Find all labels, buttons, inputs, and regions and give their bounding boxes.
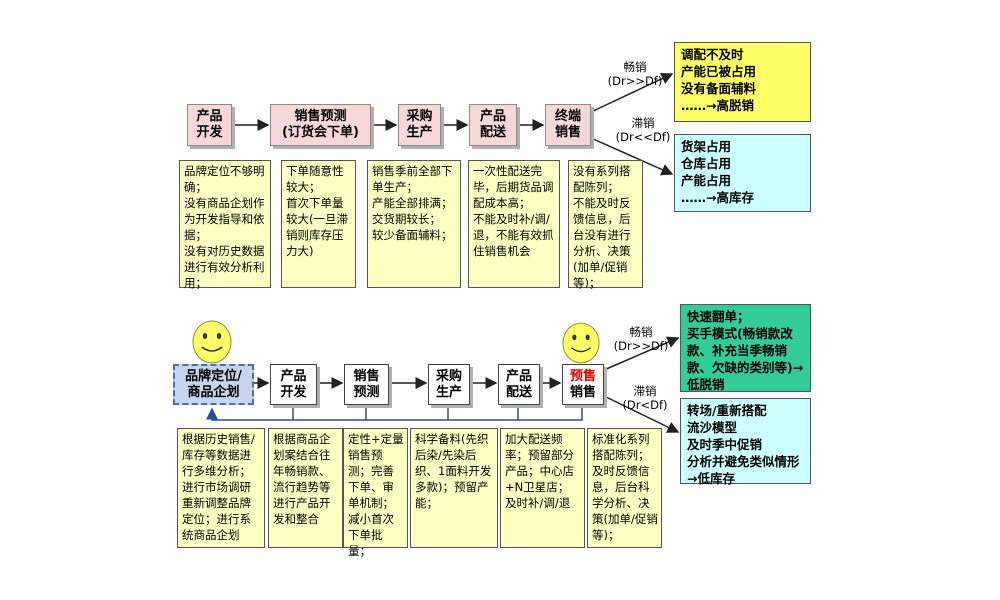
- bottom-step-label: 品牌定位/ 商品企划: [185, 368, 242, 400]
- top-note-sales-forecast: 下单随意性较大； 首次下单量较大(一旦滞销则库存压力大): [281, 160, 356, 288]
- bottom-step-distribution: 产品 配送: [498, 364, 540, 405]
- top-outcome-stockout: 调配不及时 产能已被占用 没有备面辅料 ……→高脱销: [674, 42, 811, 122]
- bottom-outcome-low-inventory: 转场/重新搭配 流沙模型 及时季中促销 分析并避免类似情形→低库存: [680, 398, 811, 486]
- top-note-retail-sales: 没有系列搭配陈列； 不能及时反馈信息，后台没有进行分析、决策(加单/促销等)；: [568, 160, 643, 290]
- bottom-slow-sales-label: 滞销 (Dr<Df): [622, 384, 668, 412]
- sales-label: 销售: [569, 384, 596, 400]
- bottom-step-purchase-production: 采购 生产: [428, 364, 470, 405]
- bottom-outcome-low-stockout: 快速翻单； 买手模式(畅销款改款、补充当季畅销款、欠缺的类别等)→低脱销: [680, 304, 811, 392]
- top-step-product-development: 产品 开发: [187, 104, 232, 146]
- top-hot-sales-label: 畅销 (Dr>>Df): [607, 60, 663, 88]
- bottom-step-presale-sales: 预售 销售: [562, 364, 604, 405]
- top-note-distribution: 一次性配送完毕，后期货品调配成本高； 不能及时补/调/退，不能有效抓住销售机会: [468, 160, 560, 288]
- top-step-label: 采购 生产: [406, 109, 433, 140]
- bottom-note-distribution: 加大配送频率；预留部分产品；中心店+N卫星店； 及时补/调/退: [500, 428, 585, 548]
- smiley-face-icon: [562, 322, 600, 364]
- top-step-purchase-production: 采购 生产: [398, 104, 441, 146]
- bottom-step-label: 产品 开发: [280, 368, 307, 400]
- bottom-step-sales-forecast: 销售 预测: [344, 364, 389, 405]
- bottom-note-brand-positioning: 根据历史销售/库存等数据进行多维分析；进行市场调研重新调整品牌定位；进行系统商品…: [177, 428, 265, 548]
- top-step-label: 产品 开发: [196, 109, 223, 140]
- top-step-retail-sales: 终端 销售: [545, 104, 591, 146]
- bottom-note-presale-sales: 标准化系列搭配陈列； 及时反馈信息，后台科学分析、决策(加单/促销等)；: [587, 428, 662, 548]
- presale-label: 预售: [569, 368, 596, 384]
- top-step-sales-forecast: 销售预测 (订货会下单): [270, 104, 371, 146]
- top-slow-arrow: [590, 137, 674, 176]
- bottom-hot-arrow: [603, 336, 680, 371]
- top-step-label: 产品 配送: [479, 109, 506, 140]
- bottom-step-label: 采购 生产: [435, 368, 462, 400]
- top-step-label: 终端 销售: [554, 109, 581, 140]
- bottom-note-product-development: 根据商品企划案结合往年畅销款、流行趋势等进行产品开发和整合: [268, 428, 343, 548]
- bottom-slow-arrow: [603, 395, 680, 433]
- bottom-step-brand-positioning: 品牌定位/ 商品企划: [173, 364, 254, 405]
- bottom-step-product-development: 产品 开发: [270, 364, 317, 405]
- bottom-note-sales-forecast: 定性+定量销售预测；完善下单、审单机制；减小首次下单批量；: [343, 428, 408, 558]
- top-note-purchase-production: 销售季前全部下单生产； 产能全部排满； 交货期较长； 较少备面辅料；: [367, 160, 461, 288]
- top-slow-sales-label: 滞销 (Dr<<Df): [615, 116, 671, 144]
- top-step-label: 销售预测 (订货会下单): [282, 109, 359, 140]
- bottom-hot-sales-label: 畅销 (Dr>>Df): [613, 325, 669, 353]
- bottom-step-label: 产品 配送: [505, 368, 532, 400]
- top-outcome-overstock: 货架占用 仓库占用 产能占用 ……→高库存: [674, 134, 811, 212]
- bottom-step-label: 销售 预测: [353, 368, 380, 400]
- smiley-face-icon: [192, 320, 232, 364]
- top-note-product-development: 品牌定位不够明确； 没有商品企划作为开发指导和依据； 没有对历史数据进行有效分析…: [179, 160, 271, 290]
- bottom-note-purchase-production: 科学备料(先织后染/先染后织、1面料开发多款)；预留产能；: [410, 428, 498, 548]
- top-step-distribution: 产品 配送: [469, 104, 517, 146]
- feedback-loop: [206, 405, 583, 421]
- top-hot-arrow: [590, 73, 674, 113]
